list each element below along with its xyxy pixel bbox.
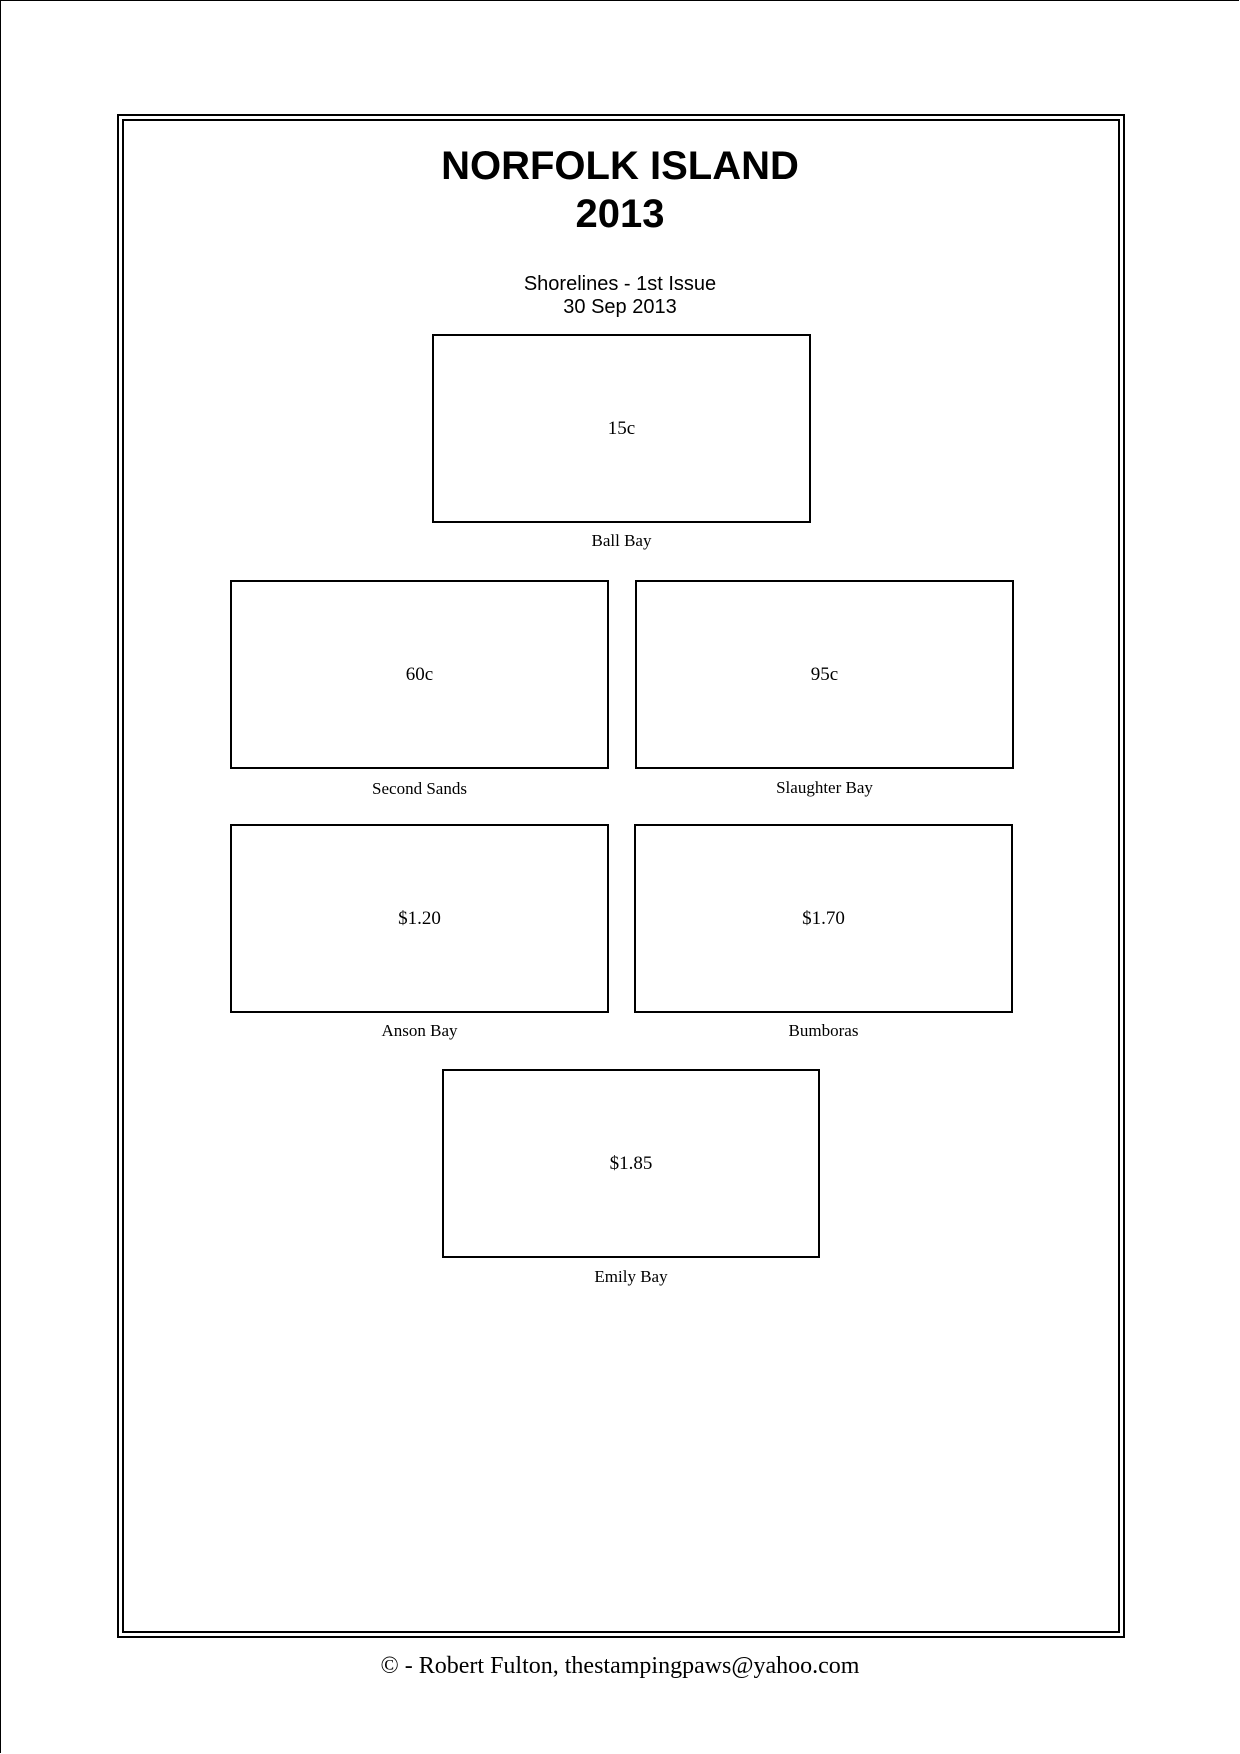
stamp-caption-ball-bay: Ball Bay (591, 531, 652, 550)
copyright-footer: © - Robert Fulton, thestampingpaws@yahoo… (380, 1653, 860, 1679)
year-title: 2013 (575, 192, 665, 236)
page-border-inner (122, 119, 1120, 1633)
stamp-denomination: 95c (810, 663, 839, 685)
issue-name: Shorelines - 1st Issue (523, 273, 717, 295)
issue-date: 30 Sep 2013 (563, 296, 677, 318)
stamp-box-anson-bay: $1.20 (230, 824, 609, 1013)
stamp-caption-emily-bay: Emily Bay (594, 1267, 668, 1286)
stamp-box-emily-bay: $1.85 (442, 1069, 820, 1258)
stamp-caption-slaughter-bay: Slaughter Bay (776, 778, 873, 797)
stamp-caption-bumboras: Bumboras (788, 1021, 859, 1040)
stamp-box-bumboras: $1.70 (634, 824, 1013, 1013)
stamp-denomination: 60c (405, 663, 434, 685)
stamp-box-ball-bay: 15c (432, 334, 811, 523)
stamp-denomination: $1.70 (802, 907, 845, 929)
stamp-denomination: $1.85 (609, 1152, 653, 1174)
page-border-outer (117, 114, 1125, 1638)
stamp-box-slaughter-bay: 95c (635, 580, 1014, 769)
stamp-caption-anson-bay: Anson Bay (381, 1021, 458, 1040)
stamp-denomination: $1.20 (398, 907, 441, 929)
stamp-box-second-sands: 60c (230, 580, 609, 769)
country-title: NORFOLK ISLAND (441, 144, 799, 188)
stamp-caption-second-sands: Second Sands (372, 779, 467, 798)
stamp-denomination: 15c (607, 417, 636, 439)
